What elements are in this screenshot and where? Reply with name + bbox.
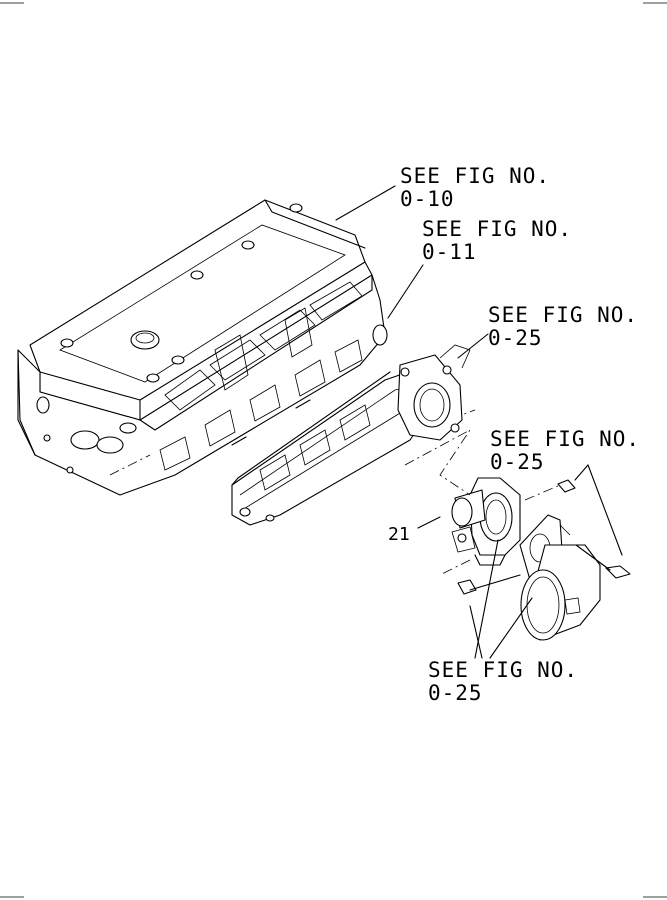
centerline-elbow — [439, 559, 471, 576]
callout-text-line2: 0-25 — [490, 450, 545, 474]
callout-text-line2: 0-25 — [488, 326, 543, 350]
callout-text-line2: 0-10 — [400, 187, 455, 211]
callout-text-line1: SEE FIG NO. — [400, 164, 550, 188]
throttle-body — [451, 477, 521, 566]
callout-text-line1: SEE FIG NO. — [488, 303, 638, 327]
callout-text-line1: SEE FIG NO. — [422, 217, 572, 241]
callout-text-line2: 0-11 — [422, 240, 477, 264]
callout-text-line2: 0-25 — [428, 681, 483, 705]
cylinder-head — [17, 199, 388, 496]
fasteners — [457, 479, 631, 595]
callout-see-fig-0-10: SEE FIG NO. 0-10 — [400, 164, 550, 211]
centerline-nut — [524, 484, 561, 501]
intake-manifold — [231, 344, 471, 526]
callout-see-fig-0-25-c: SEE FIG NO. 0-25 — [428, 658, 578, 705]
part-number-label: 21 — [388, 524, 410, 545]
centerline-throttle — [404, 429, 471, 496]
centerline-head — [109, 454, 151, 476]
callout-see-fig-0-25-b: SEE FIG NO. 0-25 — [490, 427, 640, 474]
callout-text-line1: SEE FIG NO. — [490, 427, 640, 451]
manifold-studs — [231, 399, 311, 446]
intake-elbow — [519, 514, 601, 641]
callout-text-line1: SEE FIG NO. — [428, 658, 578, 682]
callout-see-fig-0-25-a: SEE FIG NO. 0-25 — [488, 303, 638, 350]
callout-see-fig-0-11: SEE FIG NO. 0-11 — [422, 217, 572, 264]
leader-lines — [335, 185, 623, 659]
